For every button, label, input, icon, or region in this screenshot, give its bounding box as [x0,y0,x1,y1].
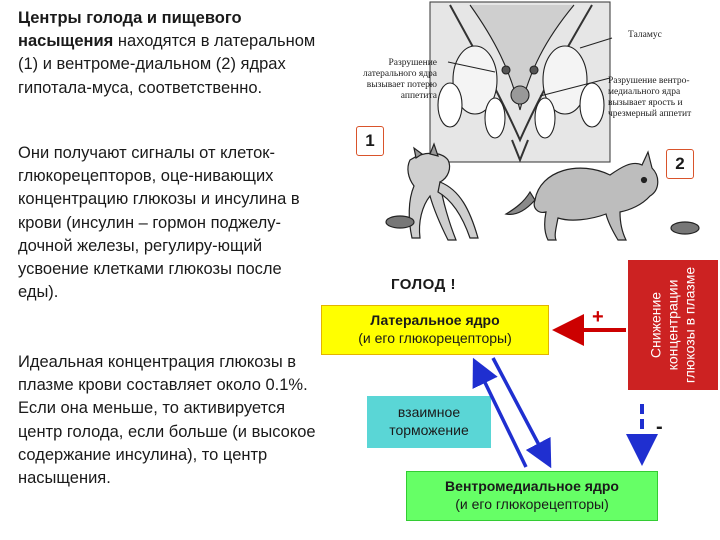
cat-right-drawing [504,150,700,241]
mutual-inhibition-line1: взаимное [397,404,461,420]
hypothalamus-cats-illustration [385,1,700,241]
ventromedial-nucleus-subtitle: (и его глюкорецепторы) [455,496,609,512]
marker-2-label: 2 [666,149,694,179]
brain-section-drawing [429,1,613,163]
mutual-inhibition-line2: торможение [389,422,469,438]
hunger-label: ГОЛОД ! [391,276,456,293]
intro-paragraph: Центры голода и пищевого насыщения наход… [18,7,318,100]
inhibition-minus-sign: - [656,416,663,438]
cat-left-drawing [385,142,479,241]
lateral-lesion-caption: Разрушение латерального ядра вызывает по… [363,58,437,101]
ventromedial-nucleus-box: Вентромедиальное ядро (и его глюкорецепт… [406,471,658,521]
arrow-vmh-to-lateral [472,357,528,468]
glucose-decrease-box [628,260,718,390]
arrow-lateral-to-vmh [491,357,552,469]
lateral-nucleus-subtitle: (и его глюкорецепторы) [358,330,512,346]
ventromedial-nucleus-title: Вентромедиальное ядро [445,478,619,494]
excitation-plus-sign: + [592,306,604,328]
signals-paragraph: Они получают сигналы от клеток-глюкореце… [18,144,300,302]
mutual-inhibition-box: взаимное торможение [367,396,491,448]
intro-bold-text: Центры голода и пищевого насыщения [18,9,242,51]
thalamus-caption: Таламус [628,30,662,40]
marker-1-label: 1 [356,126,384,156]
lateral-nucleus-title: Латеральное ядро [370,312,500,328]
intro-text: находятся в латеральном (1) и вентроме-д… [18,32,316,97]
vmh-lesion-caption: Разрушение вентро-медиального ядра вызыв… [608,76,692,119]
lateral-nucleus-box: Латеральное ядро (и его глюкорецепторы) [321,305,549,355]
glucose-paragraph: Идеальная концентрация глюкозы в плазме … [18,353,316,488]
